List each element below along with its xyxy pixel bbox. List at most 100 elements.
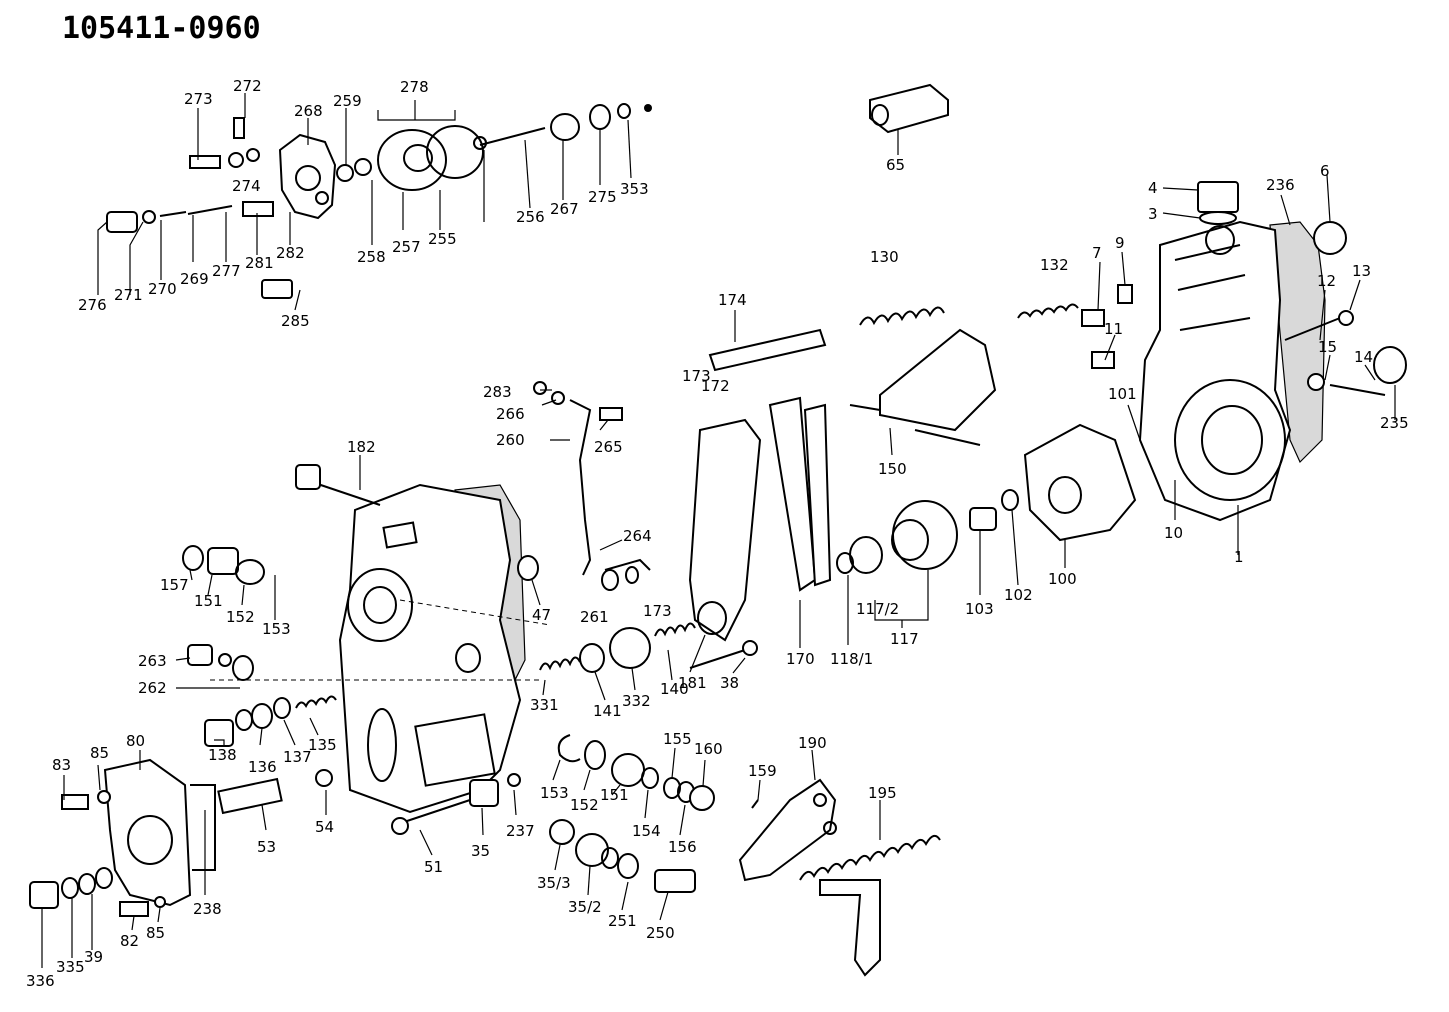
part-label: 4 xyxy=(1148,179,1158,197)
part-label: 173 xyxy=(682,367,711,385)
part-label: 65 xyxy=(886,156,905,174)
part-label: 181 xyxy=(678,674,707,692)
part-label: 12 xyxy=(1317,272,1336,290)
part-label: 261 xyxy=(580,608,609,626)
coupling-nut xyxy=(869,83,949,134)
part-label: 15 xyxy=(1318,338,1337,356)
part-label: 140 xyxy=(660,680,689,698)
part-label: 137 xyxy=(283,748,312,766)
flyweight-100 xyxy=(1023,423,1137,542)
part-label: 13 xyxy=(1352,262,1371,280)
part-label: 182 xyxy=(347,438,376,456)
part-label: 151 xyxy=(194,592,223,610)
part-label: 157 xyxy=(160,576,189,594)
part-label: 1 xyxy=(1234,548,1244,566)
part-label: 331 xyxy=(530,696,559,714)
part-label: 278 xyxy=(400,78,429,96)
part-label: 130 xyxy=(870,248,899,266)
part-label: 35 xyxy=(471,842,490,860)
part-label: 85 xyxy=(146,924,165,942)
part-label: 268 xyxy=(294,102,323,120)
leader-lines xyxy=(41,93,1396,968)
part-label: 282 xyxy=(276,244,305,262)
part-label: 150 xyxy=(878,460,907,478)
part-label: 272 xyxy=(233,77,262,95)
part-label: 14 xyxy=(1354,348,1373,366)
part-label: 7 xyxy=(1092,244,1102,262)
diagram-title: 105411-0960 xyxy=(62,11,261,46)
governor-housing xyxy=(1081,181,1407,522)
part-label: 275 xyxy=(588,188,617,206)
part-label: 10 xyxy=(1164,524,1183,542)
part-label: 336 xyxy=(26,972,55,990)
end-cover-80 xyxy=(29,758,521,917)
part-label: 174 xyxy=(718,291,747,309)
part-label: 53 xyxy=(257,838,276,856)
part-label: 159 xyxy=(748,762,777,780)
part-label: 11 xyxy=(1104,320,1123,338)
lower-middle-parts xyxy=(549,734,759,893)
part-label: 80 xyxy=(126,732,145,750)
governor-cover-subassembly xyxy=(106,103,652,299)
part-label: 277 xyxy=(212,262,241,280)
part-label: 269 xyxy=(180,270,209,288)
part-label: 156 xyxy=(668,838,697,856)
part-label: 235 xyxy=(1380,414,1409,432)
part-labels: 273 272 268 259 278 274 276 271 270 269 … xyxy=(26,77,1409,990)
part-label: 102 xyxy=(1004,586,1033,604)
part-label: 271 xyxy=(114,286,143,304)
part-label: 47 xyxy=(532,606,551,624)
part-label: 172 xyxy=(701,377,730,395)
part-label: 153 xyxy=(540,784,569,802)
lever-190 xyxy=(738,778,881,977)
part-label: 101 xyxy=(1108,385,1137,403)
spring-132 xyxy=(1017,303,1079,319)
part-label: 238 xyxy=(193,900,222,918)
part-label: 3 xyxy=(1148,205,1158,223)
part-label: 118/1 xyxy=(830,650,873,668)
part-label: 265 xyxy=(594,438,623,456)
part-label: 9 xyxy=(1115,234,1125,252)
part-label: 263 xyxy=(138,652,167,670)
part-label: 136 xyxy=(248,758,277,776)
part-label: 258 xyxy=(357,248,386,266)
part-label: 39 xyxy=(84,948,103,966)
part-label: 335 xyxy=(56,958,85,976)
part-label: 117 xyxy=(890,630,919,648)
part-label: 283 xyxy=(483,383,512,401)
part-label: 237 xyxy=(506,822,535,840)
part-label: 274 xyxy=(232,177,261,195)
lever-170 xyxy=(688,418,762,642)
part-label: 260 xyxy=(496,431,525,449)
part-label: 236 xyxy=(1266,176,1295,194)
part-label: 103 xyxy=(965,600,994,618)
part-label: 117/2 xyxy=(856,600,899,618)
part-label: 281 xyxy=(245,254,274,272)
part-label: 264 xyxy=(623,527,652,545)
part-label: 38 xyxy=(720,674,739,692)
part-label: 141 xyxy=(593,702,622,720)
part-label: 285 xyxy=(281,312,310,330)
part-label: 152 xyxy=(226,608,255,626)
part-label: 262 xyxy=(138,679,167,697)
part-label: 173 xyxy=(643,602,672,620)
part-label: 160 xyxy=(694,740,723,758)
part-label: 138 xyxy=(208,746,237,764)
part-label: 250 xyxy=(646,924,675,942)
part-label: 82 xyxy=(120,932,139,950)
spring-195 xyxy=(799,834,941,881)
spring-130 xyxy=(859,306,945,326)
part-label: 267 xyxy=(550,200,579,218)
part-label: 259 xyxy=(333,92,362,110)
lever-150 xyxy=(879,328,997,432)
part-label: 332 xyxy=(622,692,651,710)
part-label: 257 xyxy=(392,238,421,256)
part-label: 154 xyxy=(632,822,661,840)
part-label: 266 xyxy=(496,405,525,423)
link-plate-174 xyxy=(708,328,827,372)
part-label: 83 xyxy=(52,756,71,774)
part-label: 135 xyxy=(308,736,337,754)
part-label: 153 xyxy=(262,620,291,638)
part-label: 85 xyxy=(90,744,109,762)
